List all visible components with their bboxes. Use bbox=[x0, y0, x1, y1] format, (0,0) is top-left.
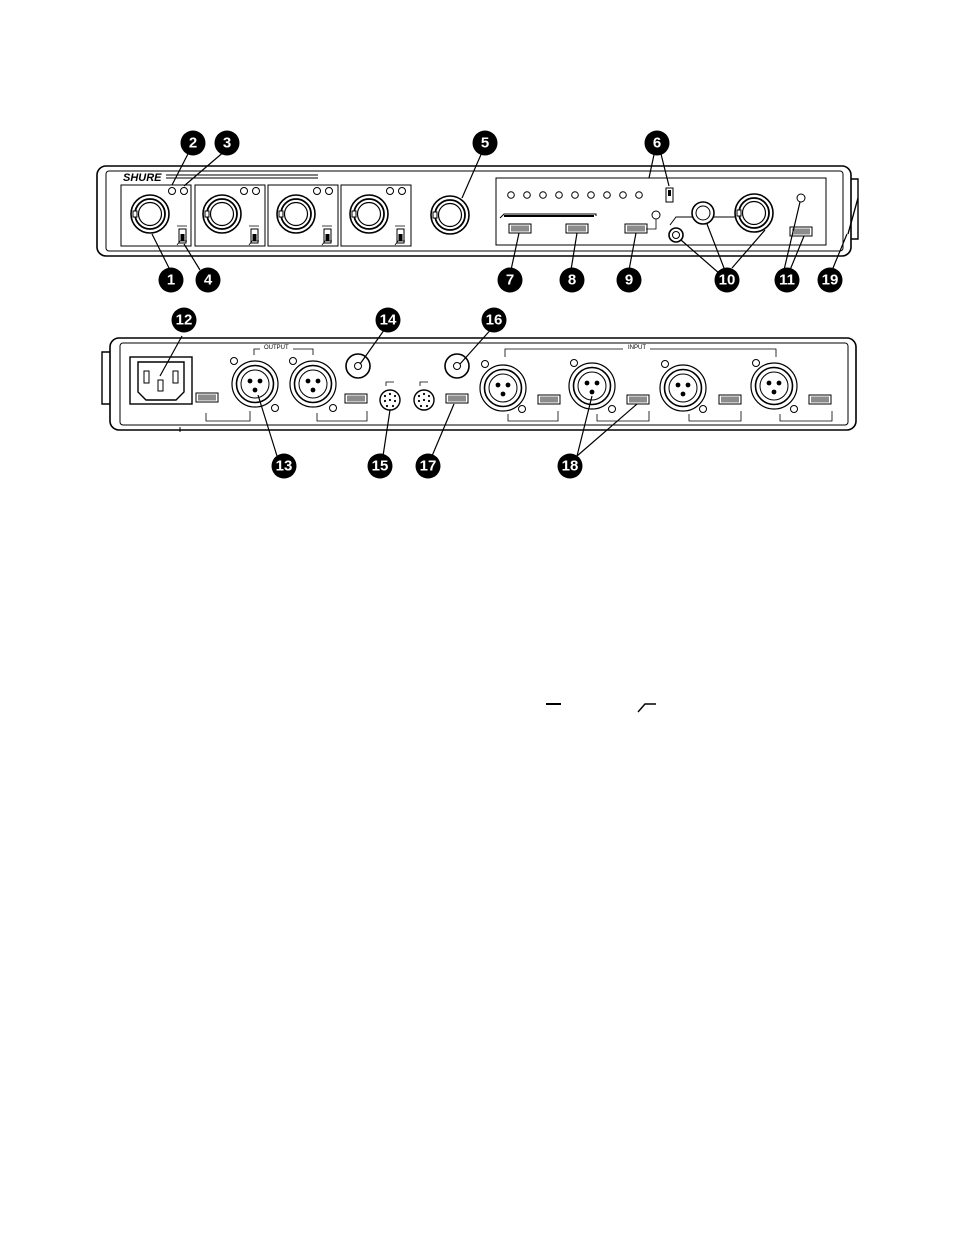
input-3-level-switch[interactable] bbox=[719, 395, 741, 404]
channel-4-gate-led bbox=[387, 188, 394, 195]
channel-4-clip-led bbox=[399, 188, 406, 195]
link-mode-switch[interactable] bbox=[446, 394, 468, 403]
master-gain-knob[interactable] bbox=[431, 196, 469, 234]
svg-text:8: 8 bbox=[568, 272, 576, 289]
channel-3-gate-led bbox=[314, 188, 321, 195]
input-xlr-2[interactable] bbox=[569, 363, 615, 409]
front-panel: SHURE bbox=[97, 166, 858, 256]
callout-12: 12 bbox=[172, 308, 197, 333]
callout-17: 17 bbox=[416, 454, 441, 479]
svg-text:11: 11 bbox=[779, 272, 795, 289]
svg-text:10: 10 bbox=[719, 272, 736, 289]
level-meter bbox=[508, 192, 643, 199]
svg-text:7: 7 bbox=[506, 272, 514, 289]
low-cut-symbol bbox=[638, 704, 656, 712]
svg-text:16: 16 bbox=[486, 312, 503, 329]
power-led bbox=[797, 194, 805, 202]
callout-11: 11 bbox=[775, 268, 800, 293]
input-xlr-3[interactable] bbox=[660, 365, 706, 411]
callout-10: 10 bbox=[715, 268, 740, 293]
output-level-switch[interactable] bbox=[345, 394, 367, 403]
output-xlr-1[interactable] bbox=[232, 361, 278, 407]
svg-text:19: 19 bbox=[822, 272, 839, 289]
channel-1-clip-led bbox=[181, 188, 188, 195]
svg-text:14: 14 bbox=[380, 312, 397, 329]
svg-text:15: 15 bbox=[372, 458, 389, 475]
mode-switch[interactable] bbox=[625, 224, 647, 233]
input-1-level-switch[interactable] bbox=[538, 395, 560, 404]
callout-7: 7 bbox=[498, 268, 523, 293]
svg-text:5: 5 bbox=[481, 135, 489, 152]
input-label: INPUT bbox=[628, 345, 646, 351]
output-xlr-2[interactable] bbox=[290, 361, 336, 407]
callout-18: 18 bbox=[558, 454, 583, 479]
ac-power-inlet[interactable] bbox=[130, 357, 192, 404]
shure-logo: SHURE bbox=[123, 172, 162, 184]
svg-text:1: 1 bbox=[167, 272, 175, 289]
channel-1-gate-led bbox=[169, 188, 176, 195]
callout-9: 9 bbox=[617, 268, 642, 293]
callout-14: 14 bbox=[376, 308, 401, 333]
svg-text:17: 17 bbox=[420, 458, 437, 475]
channel-1-gain-knob[interactable] bbox=[131, 195, 169, 233]
callout-4: 4 bbox=[196, 268, 221, 293]
svg-text:18: 18 bbox=[562, 458, 579, 475]
output-label: OUTPUT bbox=[264, 345, 289, 351]
input-xlr-1[interactable] bbox=[480, 365, 526, 411]
callout-1: 1 bbox=[159, 268, 184, 293]
callout-13: 13 bbox=[272, 454, 297, 479]
channel-3-gain-knob[interactable] bbox=[277, 195, 315, 233]
channel-2-clip-led bbox=[253, 188, 260, 195]
link-switch[interactable] bbox=[509, 224, 531, 233]
link-connector-2[interactable] bbox=[414, 390, 434, 410]
limiter-switch[interactable] bbox=[566, 224, 588, 233]
svg-text:12: 12 bbox=[176, 312, 193, 329]
svg-text:9: 9 bbox=[625, 272, 633, 289]
callout-8: 8 bbox=[560, 268, 585, 293]
channel-2-gate-led bbox=[241, 188, 248, 195]
channel-4-gain-knob[interactable] bbox=[350, 195, 388, 233]
voltage-switch[interactable] bbox=[196, 393, 218, 402]
callout-5: 5 bbox=[473, 131, 498, 156]
input-2-level-switch[interactable] bbox=[627, 395, 649, 404]
callout-15: 15 bbox=[368, 454, 393, 479]
callout-19: 19 bbox=[818, 268, 843, 293]
svg-text:6: 6 bbox=[653, 135, 661, 152]
link-connector-1[interactable] bbox=[380, 390, 400, 410]
svg-text:3: 3 bbox=[223, 135, 231, 152]
limiter-led bbox=[652, 211, 660, 219]
svg-text:13: 13 bbox=[276, 458, 293, 475]
input-4-level-switch[interactable] bbox=[809, 395, 831, 404]
callout-6: 6 bbox=[645, 131, 670, 156]
input-xlr-4[interactable] bbox=[751, 363, 797, 409]
callout-16: 16 bbox=[482, 308, 507, 333]
headphone-level-knob[interactable] bbox=[735, 194, 773, 232]
rear-panel: OUTPUT INPUT bbox=[102, 338, 856, 432]
svg-text:2: 2 bbox=[189, 135, 197, 152]
channel-3-clip-led bbox=[326, 188, 333, 195]
callout-2: 2 bbox=[181, 131, 206, 156]
svg-text:4: 4 bbox=[204, 272, 213, 289]
callout-3: 3 bbox=[215, 131, 240, 156]
channel-2-gain-knob[interactable] bbox=[203, 195, 241, 233]
